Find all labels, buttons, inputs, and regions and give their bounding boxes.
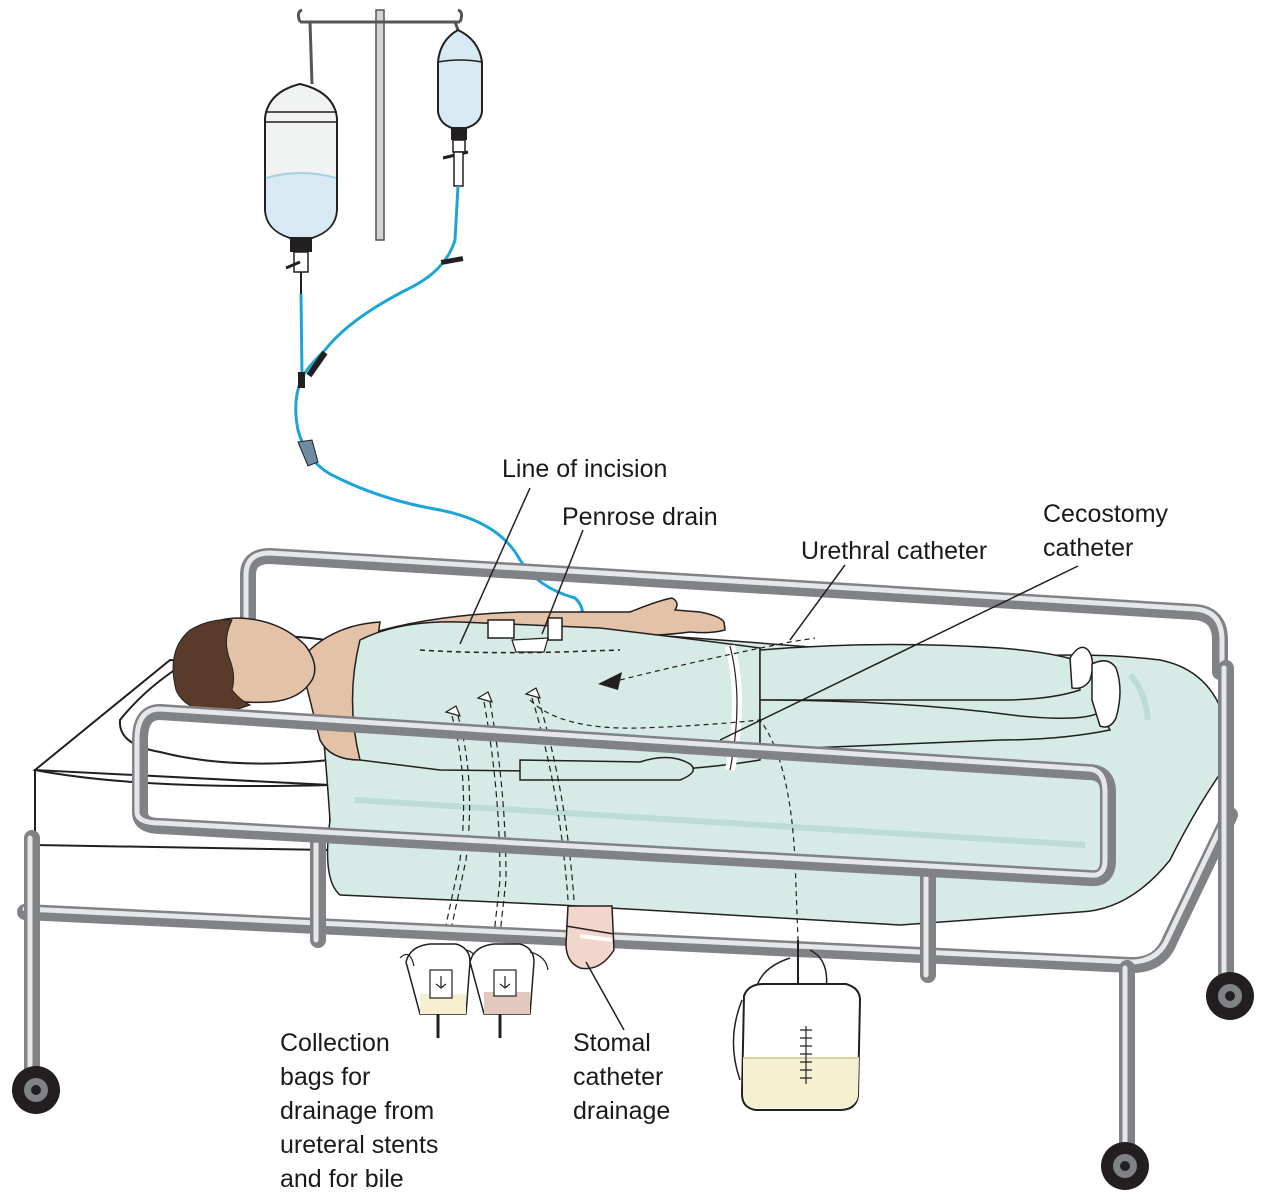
label-urethral-catheter: Urethral catheter bbox=[801, 537, 988, 565]
caster-wheel-icon bbox=[1206, 972, 1254, 1020]
caster-wheel-icon bbox=[12, 1066, 60, 1114]
leader-lines bbox=[459, 487, 1079, 1031]
iv-pole-icon bbox=[296, 8, 464, 241]
label-cecostomy-catheter: Cecostomy catheter bbox=[1043, 500, 1169, 562]
caster-wheel-icon bbox=[1101, 1142, 1149, 1190]
stomal-drainage-bag-icon bbox=[565, 905, 615, 970]
label-collection-bags: Collection bags for drainage from ureter… bbox=[280, 1029, 439, 1193]
urine-collection-bag-icon bbox=[732, 940, 862, 1111]
fluid-level bbox=[266, 173, 336, 237]
iv-bottle-icon bbox=[264, 82, 338, 294]
label-penrose-drain: Penrose drain bbox=[562, 503, 718, 531]
collection-bag-icon bbox=[469, 943, 549, 1038]
label-stomal-catheter-drainage: Stomal catheter drainage bbox=[573, 1029, 671, 1125]
bed-frame bbox=[17, 660, 1238, 1164]
drain-tubes bbox=[443, 697, 575, 935]
label-line-of-incision: Line of incision bbox=[502, 455, 668, 483]
iv-clamp bbox=[297, 256, 464, 467]
collection-bag-icon bbox=[399, 943, 481, 1038]
iv-bottle-icon bbox=[437, 28, 483, 187]
